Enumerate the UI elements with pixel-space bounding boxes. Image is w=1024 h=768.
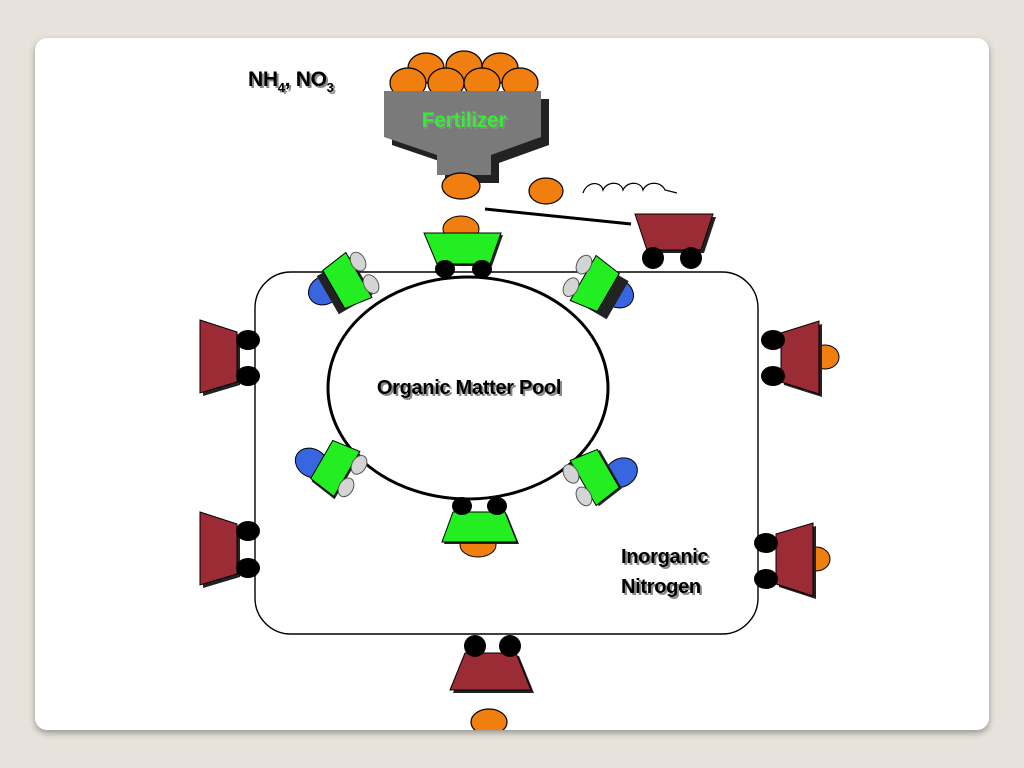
inorganic-nitrogen-box (254, 271, 759, 635)
nitrogen-particle-flying (528, 177, 564, 205)
nitrogen-particle-falling (441, 172, 481, 200)
fertilizer-label-shadow: Fertilizer (424, 111, 509, 134)
inorganic-label-line1-shadow: Inorganic (623, 548, 710, 570)
plant-cart-left-upper (199, 319, 260, 396)
fertilizer-hopper (384, 91, 549, 183)
plant-cart-left-lower (199, 511, 260, 588)
formula-label-shadow: NH4, NO3 (250, 70, 336, 97)
microbe-upper-right (562, 254, 634, 320)
nitrogen-particle-leached (470, 708, 508, 730)
microbe-lower-right (562, 448, 638, 507)
slide: Fertilizer Fertilizer NH4, NO3 NH4, NO3 (35, 38, 989, 730)
inorganic-label-line2: Nitrogen (621, 576, 701, 598)
fertilizer-label: Fertilizer (422, 109, 507, 132)
microbe-top (423, 215, 503, 278)
volatilization-ramp (484, 207, 632, 226)
organic-pool-label: Organic Matter Pool (377, 377, 561, 399)
volatilization-wisp (582, 182, 678, 194)
microbe-lower-left (294, 439, 368, 500)
nitrogen-cycle-diagram: Fertilizer Fertilizer NH4, NO3 NH4, NO3 (199, 50, 840, 730)
volatilization-cart (634, 213, 716, 269)
fertilizer-pile (389, 50, 539, 99)
formula-label: NH4, NO3 (248, 68, 334, 95)
inorganic-label-line1: Inorganic (621, 546, 708, 568)
microbe-upper-left (308, 251, 380, 315)
plant-cart-right-upper (761, 320, 840, 397)
microbe-bottom (441, 497, 519, 558)
organic-pool-label-shadow: Organic Matter Pool (379, 379, 563, 401)
plant-cart-right-lower (754, 522, 831, 599)
inorganic-label-line2-shadow: Nitrogen (623, 578, 703, 600)
leaching-cart (449, 635, 534, 693)
